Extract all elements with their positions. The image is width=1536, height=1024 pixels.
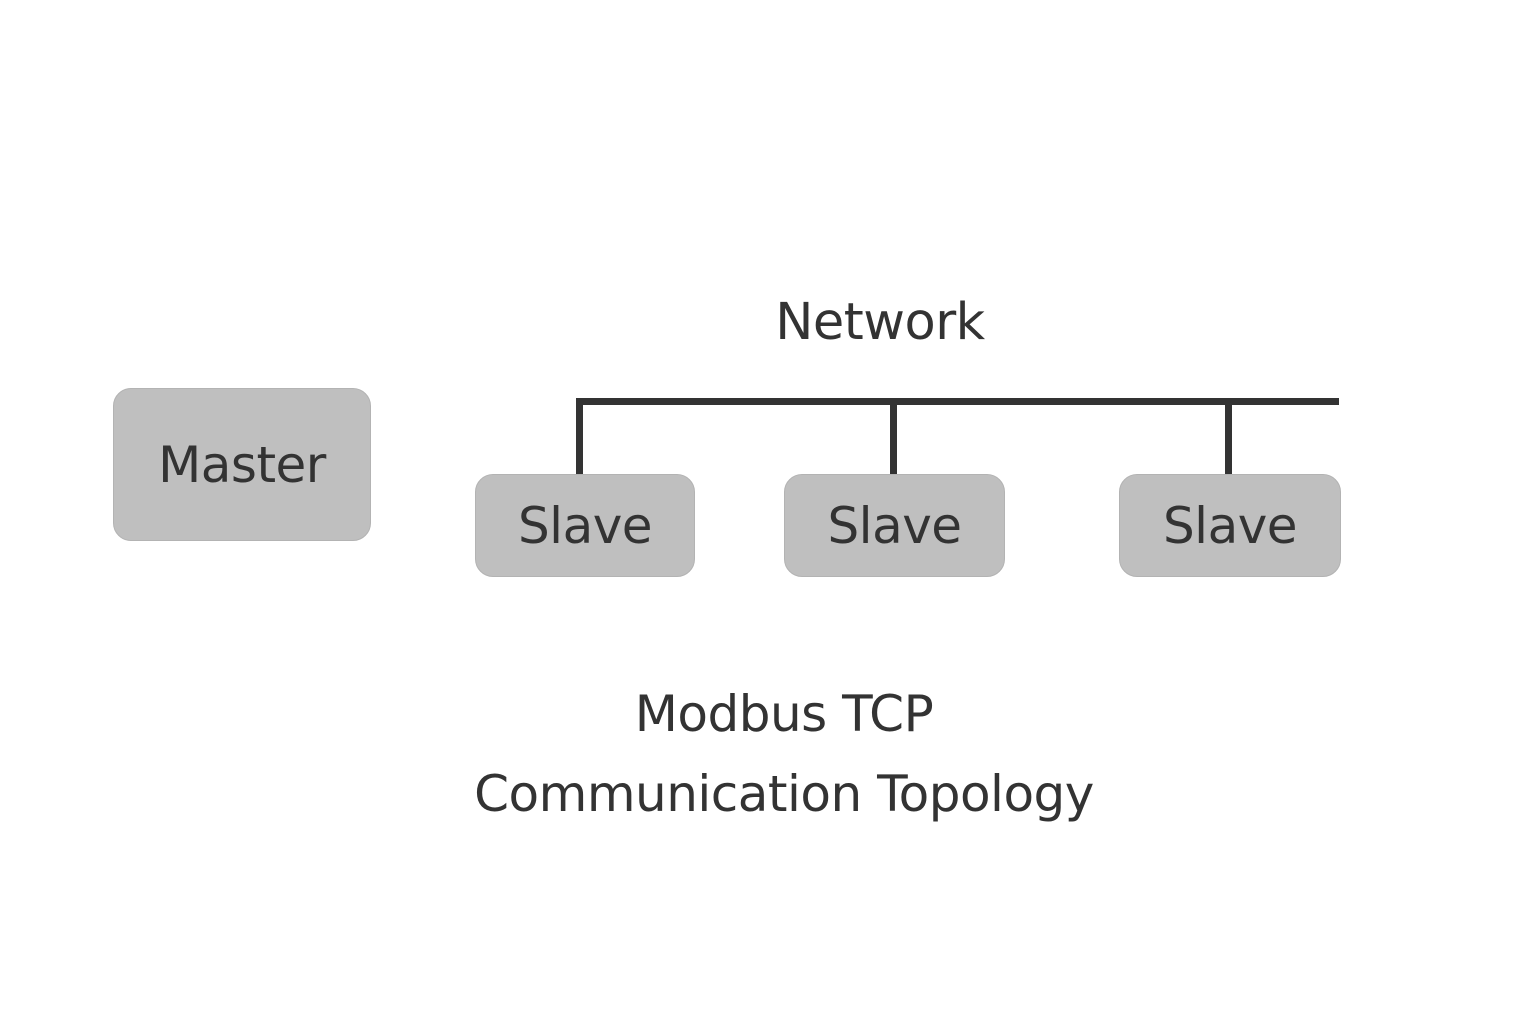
slave-node-2: Slave: [784, 474, 1005, 577]
slave-3-connector: [1225, 398, 1232, 474]
caption-line-2: Communication Topology: [474, 765, 1094, 823]
slave-1-connector: [576, 398, 583, 474]
slave-node-label: Slave: [827, 496, 962, 555]
slave-node-label: Slave: [517, 496, 653, 555]
master-node: Master: [113, 388, 371, 541]
master-node-label: Master: [158, 435, 326, 494]
diagram-caption: Modbus TCP Communication Topology: [384, 674, 1184, 834]
slave-node-1: Slave: [475, 474, 695, 577]
slave-2-connector: [890, 398, 897, 474]
slave-node-3: Slave: [1119, 474, 1341, 577]
slave-node-label: Slave: [1162, 496, 1298, 555]
network-bus-line: [576, 398, 1339, 405]
network-label: Network: [775, 293, 985, 352]
caption-line-1: Modbus TCP: [634, 685, 934, 743]
